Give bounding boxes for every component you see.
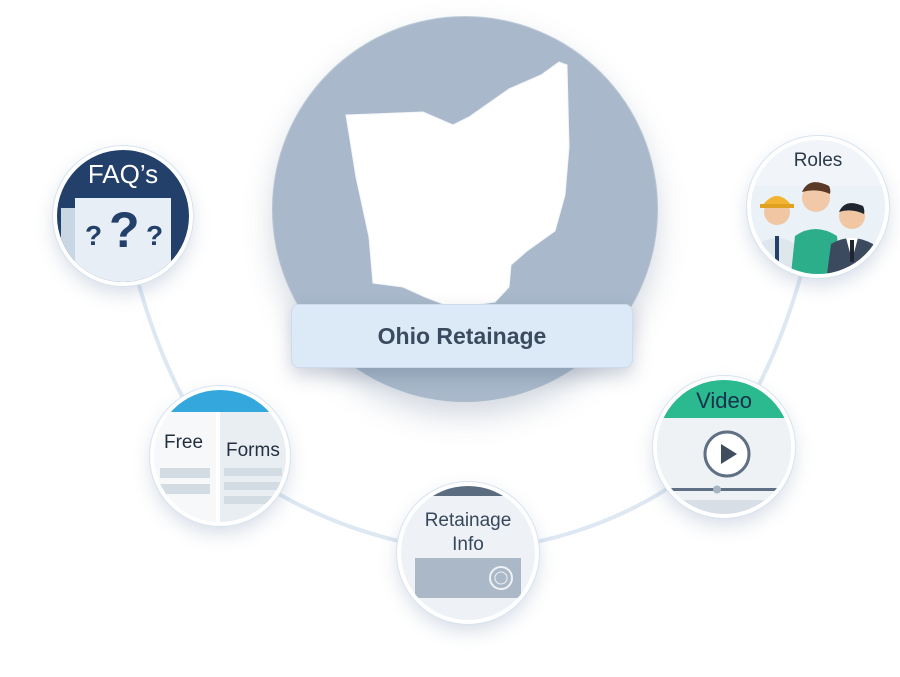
- info-document-icon: [401, 486, 535, 620]
- roles-node[interactable]: Roles: [747, 136, 889, 278]
- faq-card-icon: [57, 150, 189, 282]
- faq-label: FAQ’s: [87, 159, 159, 189]
- roles-label: Roles: [793, 150, 843, 171]
- ohio-state-icon: [345, 61, 570, 308]
- free-forms-node[interactable]: Free Forms: [150, 386, 290, 526]
- question-mark-icon: ?: [146, 220, 164, 251]
- forms-document-icon: [154, 390, 286, 522]
- main-title-label[interactable]: Ohio Retainage: [291, 304, 633, 368]
- question-mark-icon-large: ?: [109, 202, 140, 258]
- info-label: Info: [452, 534, 484, 555]
- free-label: Free: [164, 432, 204, 453]
- retainage-label: Retainage: [424, 510, 512, 531]
- faq-node[interactable]: FAQ’s ? ? ?: [53, 146, 193, 286]
- question-mark-icon: ?: [85, 220, 103, 251]
- retainage-info-node[interactable]: Retainage Info: [397, 482, 539, 624]
- forms-label: Forms: [226, 440, 280, 461]
- video-label: Video: [696, 388, 752, 413]
- video-node[interactable]: Video: [653, 376, 795, 518]
- people-roles-icon: [751, 140, 885, 274]
- video-player-icon: [657, 380, 791, 514]
